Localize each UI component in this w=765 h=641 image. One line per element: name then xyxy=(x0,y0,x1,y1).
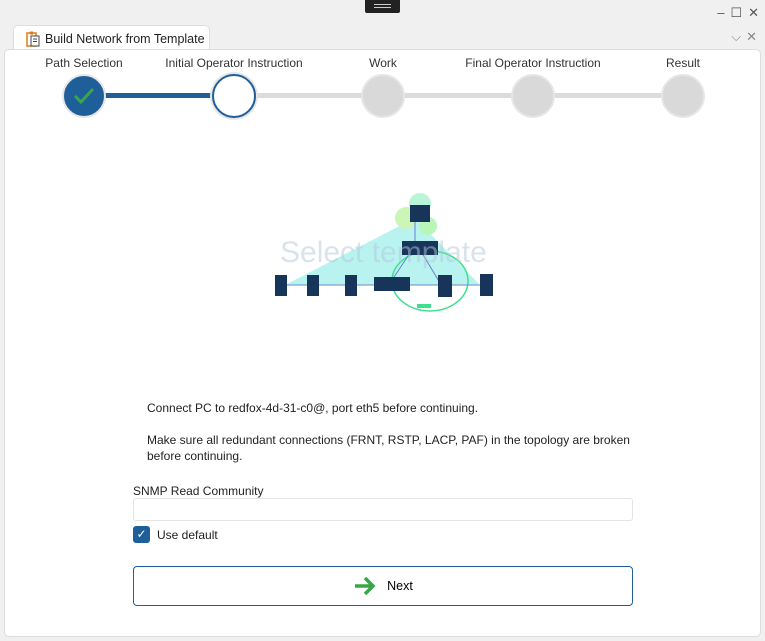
tab-title: Build Network from Template xyxy=(45,31,205,46)
wizard-panel: Path Selection Initial Operator Instruct… xyxy=(4,49,761,637)
use-default-checkbox[interactable]: ✓ xyxy=(133,526,150,543)
tab-menu-button[interactable]: ⌵ xyxy=(731,29,742,44)
step-label-path-selection: Path Selection xyxy=(45,56,123,70)
minimize-button[interactable]: – xyxy=(717,5,725,20)
arrow-right-icon xyxy=(355,576,376,596)
step-connector-pending xyxy=(233,93,683,98)
close-button[interactable]: ✕ xyxy=(748,5,759,20)
step-label-result: Result xyxy=(665,56,701,70)
step-result[interactable] xyxy=(661,74,705,118)
tab-build-network[interactable]: Build Network from Template xyxy=(13,25,210,51)
use-default-label: Use default xyxy=(157,528,218,542)
step-final-instruction[interactable] xyxy=(511,74,555,118)
next-button[interactable]: Next xyxy=(133,566,633,606)
step-work[interactable] xyxy=(361,74,405,118)
window-drag-handle[interactable] xyxy=(365,0,400,13)
step-connector-done xyxy=(83,93,233,98)
clipboard-icon xyxy=(26,31,40,47)
stepper: Path Selection Initial Operator Instruct… xyxy=(5,50,762,120)
step-label-final-instruction: Final Operator Instruction xyxy=(465,56,601,70)
template-watermark: Select template xyxy=(280,236,487,269)
snmp-read-community-input[interactable] xyxy=(133,498,633,521)
topology-preview xyxy=(275,193,493,312)
step-initial-instruction[interactable] xyxy=(212,74,256,118)
step-path-selection[interactable] xyxy=(62,74,106,118)
instruction-redundant: Make sure all redundant connections (FRN… xyxy=(147,433,630,463)
maximize-button[interactable]: ☐ xyxy=(730,5,743,20)
step-label-work: Work xyxy=(369,56,397,70)
tab-close-button[interactable]: ✕ xyxy=(746,29,757,44)
step-label-initial-instruction: Initial Operator Instruction xyxy=(165,56,303,70)
checkmark-icon xyxy=(73,87,95,105)
snmp-label: SNMP Read Community xyxy=(133,484,264,498)
instruction-connect-pc: Connect PC to redfox-4d-31-c0@, port eth… xyxy=(147,401,479,415)
next-label: Next xyxy=(387,579,413,593)
